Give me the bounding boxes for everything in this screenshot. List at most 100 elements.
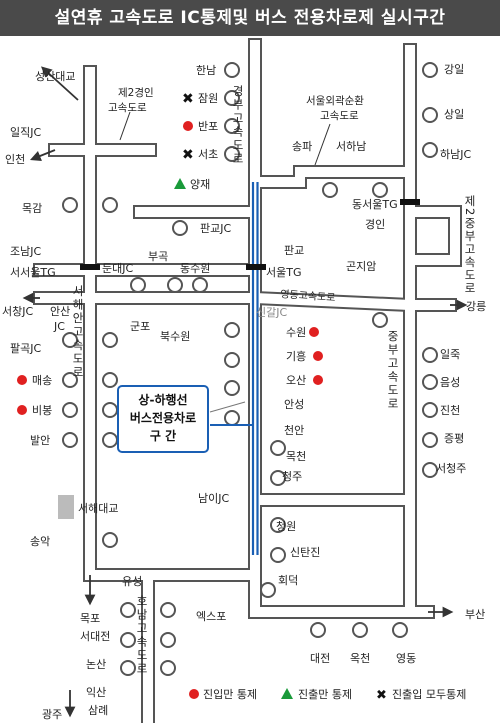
seohae-bridge-shade xyxy=(58,495,74,519)
seoul-ring-label-1: 서울외곽순환 xyxy=(306,95,364,107)
place-joman: 조남JC xyxy=(10,245,41,258)
place-gwangju: 광주 xyxy=(42,708,62,721)
legend-entry-label: 진입만 통제 xyxy=(203,688,257,701)
callout-line-3: 구 간 xyxy=(150,428,176,443)
place-balan: 발안 xyxy=(30,434,50,447)
legend-both-label: 진출입 모두통제 xyxy=(392,688,466,701)
place-jeungpyeong: 증평 xyxy=(444,432,464,445)
legend: 진입만 통제 진출만 통제 ✖ 진출입 모두통제 xyxy=(189,688,466,703)
seoul-ring-label-2: 고속도로 xyxy=(320,110,359,122)
place-expo: 엑스포 xyxy=(196,610,226,623)
dongseoul-tg-bar xyxy=(400,199,420,205)
place-hannam: 한남 xyxy=(196,64,216,77)
seohaean-label: 서해안고속도로 xyxy=(71,285,85,380)
bus-lane-callout: 상-하행선 버스전용차로 구 간 xyxy=(117,385,252,453)
place-bugok: 부곡 xyxy=(148,250,168,263)
legend-exit-marker xyxy=(281,688,293,699)
both-markers: ✖ ✖ xyxy=(182,91,194,163)
place-dundae: 둔대JC xyxy=(102,262,133,275)
place-daejeon: 대전 xyxy=(310,652,330,665)
expressway-map: 경부고속도로 서해안고속도로 중부고속도로 제2중부고속도로 호남고속도로 영동… xyxy=(0,36,500,725)
place-incheon: 인천 xyxy=(5,152,25,166)
svg-text:✖: ✖ xyxy=(182,147,194,163)
place-namijc: 남이JC xyxy=(198,492,229,505)
entry-only-markers xyxy=(17,121,323,415)
place-gunpo: 군포 xyxy=(130,320,150,333)
place-gonjiam: 곤지암 xyxy=(346,260,376,273)
place-pangyo: 판교 xyxy=(284,244,304,257)
place-seodaejeon: 서대전 xyxy=(80,630,110,643)
place-cheongju: 청주 xyxy=(282,470,302,483)
place-iksan: 익산 xyxy=(86,686,106,699)
place-yuseong: 유성 xyxy=(122,575,142,588)
jungbu-label: 중부고속도로 xyxy=(386,330,400,411)
jungbu2-label: 제2중부고속도로 xyxy=(463,195,477,295)
place-okcheon: 옥천 xyxy=(350,651,370,665)
place-singal: 신갈JC xyxy=(256,305,287,319)
place-seochang: 서창JC xyxy=(2,305,33,318)
place-hanam-jc: 하남JC xyxy=(440,147,471,161)
place-jamwon: 잠원 xyxy=(198,92,218,105)
place-giheung: 기흥 xyxy=(286,349,306,363)
place-yangjae: 양재 xyxy=(190,178,210,191)
seoseoul-tg-bar xyxy=(80,264,100,270)
place-maesong: 매송 xyxy=(32,374,52,387)
place-anseong: 안성 xyxy=(284,398,304,411)
second-gyeongin-label-1: 제2경인 xyxy=(118,86,154,99)
place-ansan-2: JC xyxy=(53,320,65,333)
legend-both-marker: ✖ xyxy=(376,688,387,703)
exit-only-markers xyxy=(174,178,186,189)
place-cheongwon: 청원 xyxy=(276,520,296,533)
place-seongsan: 성산대교 xyxy=(35,70,75,83)
page-title: 설연휴 고속도로 IC통제및 버스 전용차로제 실시구간 xyxy=(54,8,446,28)
place-osan: 오산 xyxy=(286,374,306,387)
place-suwon: 수원 xyxy=(286,326,306,339)
direction-arrows xyxy=(22,66,468,718)
place-palgok: 팔곡JC xyxy=(10,342,41,355)
place-gangneung: 강릉 xyxy=(466,300,486,313)
place-gangil: 강일 xyxy=(444,62,464,76)
callout-line-1: 상-하행선 xyxy=(138,392,187,407)
place-songak: 송악 xyxy=(30,535,50,548)
place-hoedeok: 회덕 xyxy=(278,574,298,587)
second-gyeongin-label-2: 고속도로 xyxy=(108,102,147,114)
legend-entry-marker xyxy=(189,689,199,699)
place-bibong: 비봉 xyxy=(32,404,52,417)
place-buksuwon: 북수원 xyxy=(160,330,190,343)
place-busan: 부산 xyxy=(465,608,485,621)
yeongdong-label: 영동고속도로 xyxy=(280,288,336,304)
place-samrye: 삼례 xyxy=(88,704,108,717)
place-mokcheon: 목천 xyxy=(286,449,306,463)
place-seoseoul: 서서울TG xyxy=(10,266,56,279)
place-nonsan: 논산 xyxy=(86,658,106,671)
place-pangyo-jc: 판교JC xyxy=(200,222,231,235)
place-iljuk: 일죽 xyxy=(440,347,460,361)
place-mokgam: 목감 xyxy=(22,202,42,215)
place-banpo: 반포 xyxy=(198,120,218,133)
place-ilgik: 일직JC xyxy=(10,125,41,139)
place-seohae-bridge: 서해대교 xyxy=(78,501,118,515)
place-sintanjin: 신탄진 xyxy=(290,546,320,559)
place-seohanam: 서하남 xyxy=(336,139,366,153)
legend-exit-label: 진출만 통제 xyxy=(298,688,352,701)
place-songpa: 송파 xyxy=(292,140,312,153)
honam-label: 호남고속도로 xyxy=(135,595,149,676)
title-bar: 설연휴 고속도로 IC통제및 버스 전용차로제 실시구간 xyxy=(0,0,500,36)
place-sangil: 상일 xyxy=(444,107,464,121)
place-cheonan: 천안 xyxy=(284,423,304,437)
gyeongbu-label: 경부고속도로 xyxy=(231,84,245,166)
place-gyeongin: 경인 xyxy=(365,218,385,231)
place-yeongdong-city: 영동 xyxy=(396,652,416,665)
svg-text:✖: ✖ xyxy=(182,91,194,107)
callout-line-2: 버스전용차로 xyxy=(130,410,196,425)
place-seoul-tg: 서울TG xyxy=(266,266,301,279)
place-ansan-1: 안산 xyxy=(50,305,70,318)
seoul-ring-pointer xyxy=(314,123,331,166)
place-dongseoul: 동서울TG xyxy=(352,198,398,211)
place-seocho: 서초 xyxy=(198,148,218,161)
place-mokpo: 목포 xyxy=(80,612,100,625)
place-jincheon: 진천 xyxy=(440,403,460,417)
place-seocheongju: 서청주 xyxy=(436,462,466,475)
place-dongsuwon: 동수원 xyxy=(180,262,210,275)
gyeongin-pointer xyxy=(119,111,131,141)
